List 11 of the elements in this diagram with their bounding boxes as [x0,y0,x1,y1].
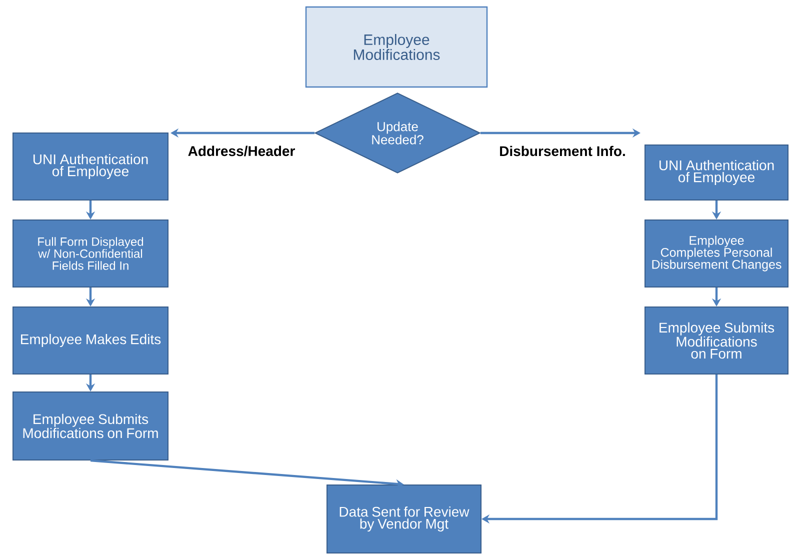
title-box: Employee Modifications [305,6,488,88]
edge-label: Disbursement Info. [498,144,627,158]
process-box: Data Sent for Review by Vendor Mgt [326,484,482,554]
process-box: UNI Authentication of Employee [644,144,788,200]
edge-label: Address/Header [186,144,296,158]
process-box: Employee Makes Edits [12,306,168,374]
process-box: Employee Submits Modifications on Form [644,306,788,374]
process-box: UNI Authentication of Employee [12,132,168,200]
process-box: Employee Submits Modifications on Form [12,392,168,460]
process-box: Full Form Displayed w/ Non-Confidential Fields Filled In [12,220,168,288]
process-box: Employee Completes Personal Disbursement Changes [644,220,788,288]
